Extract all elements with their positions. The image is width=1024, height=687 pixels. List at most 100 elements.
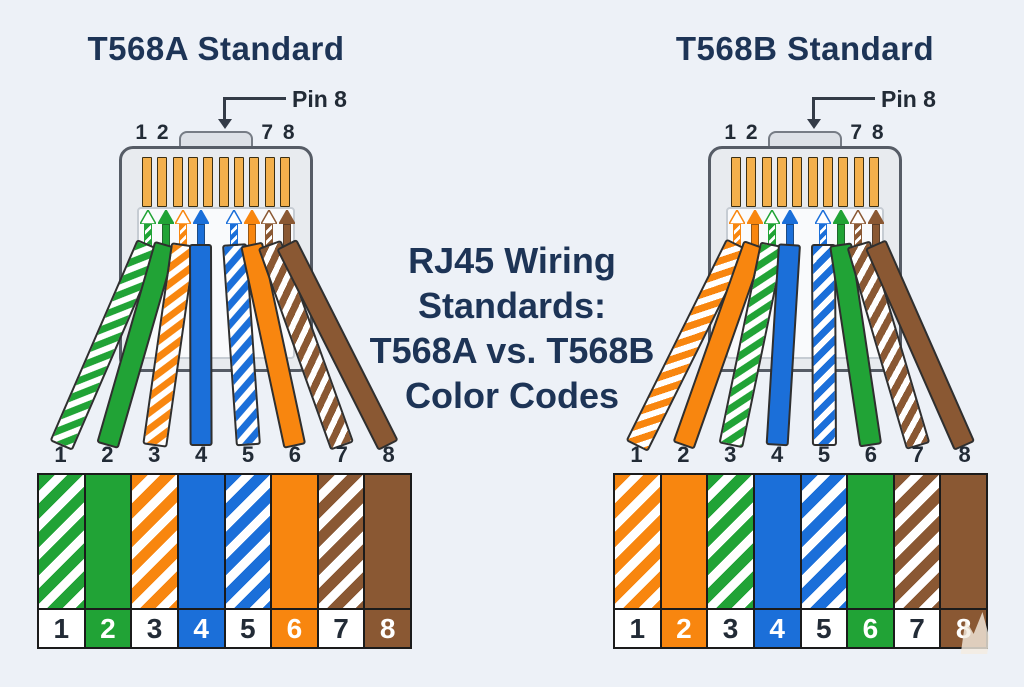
t568a-color-swatch-white-blue [225, 475, 271, 608]
t568b-table-cell-pin-7: 7 [894, 608, 940, 647]
t568a-color-swatch-orange [272, 475, 317, 608]
t568a-table-cell-pin-2: 2 [85, 608, 131, 647]
t568b-arrowhead [832, 210, 849, 224]
t568b-table-cell-pin-4: 4 [754, 608, 800, 647]
t568b-contact-pin [807, 157, 818, 207]
t568b-table-pin-label-8: 8 [958, 442, 971, 467]
t568a-table-col-orange: 6 [270, 475, 317, 647]
t568a-table-col-green: 2 [83, 475, 131, 647]
t568b-table-cell-pin-6: 6 [848, 608, 893, 647]
t568b-table-cell-pin-5: 5 [801, 608, 847, 647]
t568b-arrow-blue-icon [781, 210, 798, 246]
t568b-callout-arrowhead-icon [806, 119, 821, 129]
t568a-color-swatch-white-green [39, 475, 84, 608]
t568a-arrow-shaft [230, 224, 238, 246]
caption-line-1: RJ45 Wiring [408, 240, 616, 281]
t568a-arrowhead [261, 210, 277, 224]
t568a-table-cell-pin-3: 3 [132, 608, 177, 647]
t568b-contact-pin [761, 157, 772, 207]
t568b-table-pin-label-3: 3 [724, 442, 737, 467]
t568b-callout-line-vertical [812, 97, 815, 119]
t568a-arrow-blue-icon [192, 210, 209, 246]
t568b-table-cell-pin-2: 2 [661, 608, 707, 647]
t568a-table-pin-label-6: 6 [288, 442, 301, 467]
t568a-color-swatch-blue [178, 475, 224, 608]
t568b-title: T568B Standard [675, 30, 935, 67]
t568a-arrow-orange-icon [243, 210, 260, 246]
t568a-contact-pin [188, 157, 198, 207]
t568b-arrowhead [867, 210, 884, 224]
t568a-contact-pin [234, 157, 244, 207]
t568a-table-col-white-green: 1 [39, 475, 84, 647]
t568b-arrowhead [764, 210, 780, 224]
t568a-arrow-white-brown-icon [261, 210, 277, 246]
t568a-table-col-brown: 8 [363, 475, 410, 647]
t568b-table-col-green: 6 [846, 475, 893, 647]
t568a-table-cell-pin-6: 6 [272, 608, 317, 647]
t568b-pins-1-2-label: 1 2 [724, 121, 760, 144]
caption-line-3: T568A vs. T568B [369, 330, 655, 371]
t568a-callout-line-horizontal [224, 97, 286, 100]
t568b-pins-7-8-label: 7 8 [850, 121, 886, 144]
t568a-contact-pin [264, 157, 275, 207]
t568a-wire-blue [189, 243, 213, 447]
t568a-table-pin-label-1: 1 [54, 442, 67, 467]
t568b-color-swatch-white-orange [615, 475, 660, 608]
t568b-color-swatch-white-blue [801, 475, 847, 608]
t568b-arrowhead [746, 210, 763, 224]
t568a-contact-pin [249, 157, 260, 207]
t568b-table-pin-label-5: 5 [817, 442, 831, 467]
t568a-arrow-brown-icon [278, 210, 295, 246]
t568b-table-pin-label-2: 2 [677, 442, 690, 467]
t568a-callout-line-vertical [223, 97, 226, 119]
t568a-table-col-white-blue: 5 [223, 475, 271, 647]
t568a-table-col-white-brown: 7 [316, 475, 364, 647]
t568b-arrowhead [850, 210, 866, 224]
t568a-arrowhead [243, 210, 260, 224]
t568b-table-col-white-orange: 1 [615, 475, 660, 647]
t568b-arrowhead [729, 210, 745, 224]
t568b-arrow-white-blue-icon [815, 210, 831, 246]
t568b-color-swatch-white-green [708, 475, 753, 608]
t568a-contact-pin [203, 157, 214, 207]
t568b-table-col-white-brown: 7 [892, 475, 940, 647]
t568b-arrowhead [815, 210, 831, 224]
t568b-table-col-white-green: 3 [706, 475, 753, 647]
t568a-table-col-blue: 4 [176, 475, 224, 647]
t568a-callout-arrowhead-icon [217, 119, 232, 129]
t568b-contact-pin [746, 157, 757, 207]
t568a-arrowhead [278, 210, 295, 224]
t568a-pin8-callout-label: Pin 8 [292, 86, 347, 112]
t568a-color-swatch-green [85, 475, 131, 608]
t568b-arrowhead [781, 210, 798, 224]
t568a-color-swatch-white-orange [132, 475, 177, 608]
t568b-color-swatch-brown [941, 475, 986, 608]
t568a-table-pin-label-2: 2 [101, 442, 114, 467]
t568b-table-cell-pin-3: 3 [708, 608, 753, 647]
t568a-table-cell-pin-8: 8 [365, 608, 410, 647]
t568a-connector-tab [179, 131, 253, 150]
t568a-title: T568A Standard [87, 30, 345, 67]
t568b-color-swatch-green [848, 475, 893, 608]
t568b-arrow-green-icon [832, 210, 849, 246]
t568a-table-pin-label-4: 4 [194, 442, 208, 467]
t568b-contact-pin [792, 157, 803, 207]
t568a-contact-pin [218, 157, 229, 207]
t568b-arrow-white-green-icon [764, 210, 780, 246]
t568a-contact-pin [157, 157, 168, 207]
t568b-contact-pin [731, 157, 741, 207]
t568a-arrow-white-blue-icon [226, 210, 242, 246]
t568b-pin8-callout-label: Pin 8 [881, 86, 936, 112]
t568a-pins-1-2-label: 1 2 [135, 121, 171, 144]
t568b-table-pin-label-1: 1 [630, 442, 643, 467]
t568b-color-swatch-blue [754, 475, 800, 608]
t568b-arrow-shaft [785, 224, 794, 246]
t568b-color-swatch-white-brown [894, 475, 940, 608]
t568a-table-pin-label-7: 7 [335, 442, 348, 467]
caption-line-2: Standards: [417, 285, 607, 326]
t568a-pins-7-8-label: 7 8 [261, 121, 297, 144]
t568b-table-cell-pin-1: 1 [615, 608, 660, 647]
